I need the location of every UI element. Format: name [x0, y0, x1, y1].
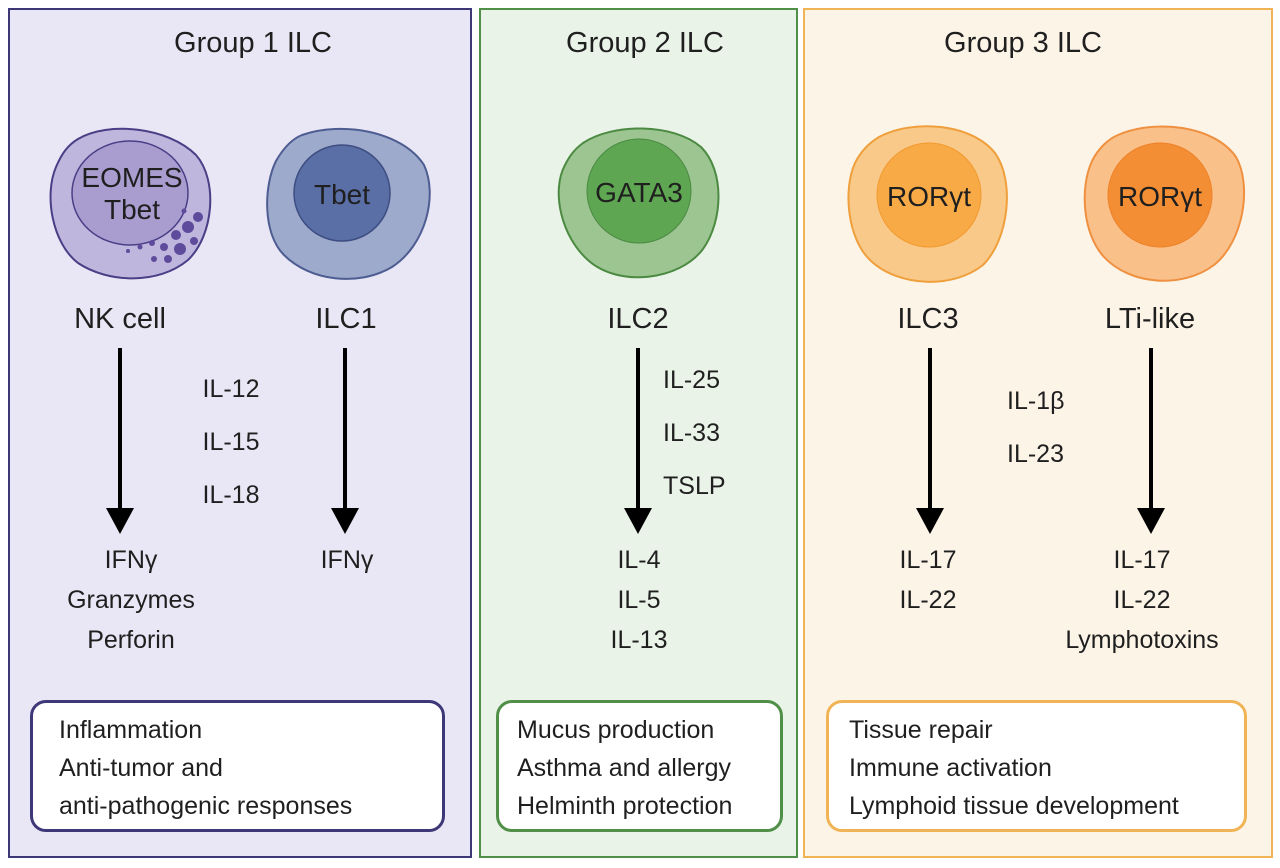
lti-like-output-2: IL-22 [1113, 586, 1171, 614]
group3-functions-box: Tissue repair Immune activation Lymphoid… [826, 700, 1247, 832]
ilc3-arrow-icon [916, 348, 944, 534]
group1-function-2: Anti-tumor and [59, 754, 223, 782]
group3-inducer-1: IL-1β [1007, 387, 1065, 415]
ilc2-nucleus-line1: GATA3 [595, 177, 683, 208]
group1-function-3: anti-pathogenic responses [59, 792, 353, 820]
group2-function-2: Asthma and allergy [517, 754, 732, 782]
group2-functions-box: Mucus production Asthma and allergy Helm… [496, 700, 783, 832]
group3-title: Group 3 ILC [944, 27, 1102, 59]
ilc3-output-2: IL-22 [899, 586, 957, 614]
ilc2-arrow-icon [624, 348, 652, 534]
group3-function-1: Tissue repair [849, 716, 993, 744]
nk-output-list: IFNγ Granzymes Perforin [67, 540, 195, 660]
ilc3-label: ILC3 [897, 303, 959, 335]
group1-inducer-2: IL-15 [202, 428, 260, 456]
group2-function-1: Mucus production [517, 716, 715, 744]
ilc1-output-list: IFNγ [321, 540, 374, 580]
ilc3-output-1: IL-17 [899, 546, 957, 574]
group1-function-1: Inflammation [59, 716, 203, 744]
lti-like-output-list: IL-17 IL-22 Lymphotoxins [1065, 540, 1218, 660]
nk-output-2: Granzymes [67, 586, 195, 614]
lti-like-cell-icon: RORγt [1083, 125, 1246, 282]
nk-arrow-icon [106, 348, 134, 534]
ilc2-output-list: IL-4 IL-5 IL-13 [611, 540, 668, 660]
ilc2-output-1: IL-4 [617, 546, 661, 574]
nk-nucleus-line1: EOMES [81, 162, 182, 193]
ilc2-output-3: IL-13 [610, 626, 668, 654]
ilc3-cell-icon: RORγt [847, 125, 1008, 283]
group1-inducer-3: IL-18 [202, 481, 260, 509]
ilc3-output-list: IL-17 IL-22 [900, 540, 957, 620]
group2-title: Group 2 ILC [566, 27, 724, 59]
ilc1-cell-icon: Tbet [266, 128, 431, 280]
nk-output-1: IFNγ [104, 546, 158, 574]
group3-function-3: Lymphoid tissue development [849, 792, 1179, 820]
nk-cell-icon: EOMES Tbet [49, 127, 212, 280]
group2-inducer-1: IL-25 [663, 366, 720, 394]
lti-like-arrow-icon [1137, 348, 1165, 534]
ilc2-cell-icon: GATA3 [557, 127, 720, 279]
group3-function-2: Immune activation [849, 754, 1052, 782]
nk-nucleus-line2: Tbet [104, 194, 160, 225]
group1-functions-box: Inflammation Anti-tumor and anti-pathoge… [30, 700, 445, 832]
group2-inducer-3: TSLP [663, 472, 726, 500]
group3-inducer-2: IL-23 [1007, 440, 1064, 468]
lti-like-output-1: IL-17 [1113, 546, 1171, 574]
group2-inducer-2: IL-33 [663, 419, 720, 447]
ilc1-label: ILC1 [315, 303, 377, 335]
lti-like-label: LTi-like [1104, 303, 1196, 335]
ilc1-output-1: IFNγ [320, 546, 374, 574]
ilc1-nucleus-line1: Tbet [314, 179, 370, 210]
group1-inducer-1: IL-12 [202, 375, 260, 403]
ilc1-arrow-icon [331, 348, 359, 534]
lti-like-nucleus-line1: RORγt [1118, 181, 1202, 212]
group2-function-3: Helminth protection [517, 792, 733, 820]
nk-output-3: Perforin [87, 626, 175, 654]
ilc2-output-2: IL-5 [617, 586, 661, 614]
lti-like-output-3: Lymphotoxins [1065, 626, 1219, 654]
nk-cell-label: NK cell [74, 303, 166, 335]
ilc3-nucleus-line1: RORγt [887, 181, 971, 212]
group1-title: Group 1 ILC [174, 27, 332, 59]
ilc2-label: ILC2 [607, 303, 669, 335]
